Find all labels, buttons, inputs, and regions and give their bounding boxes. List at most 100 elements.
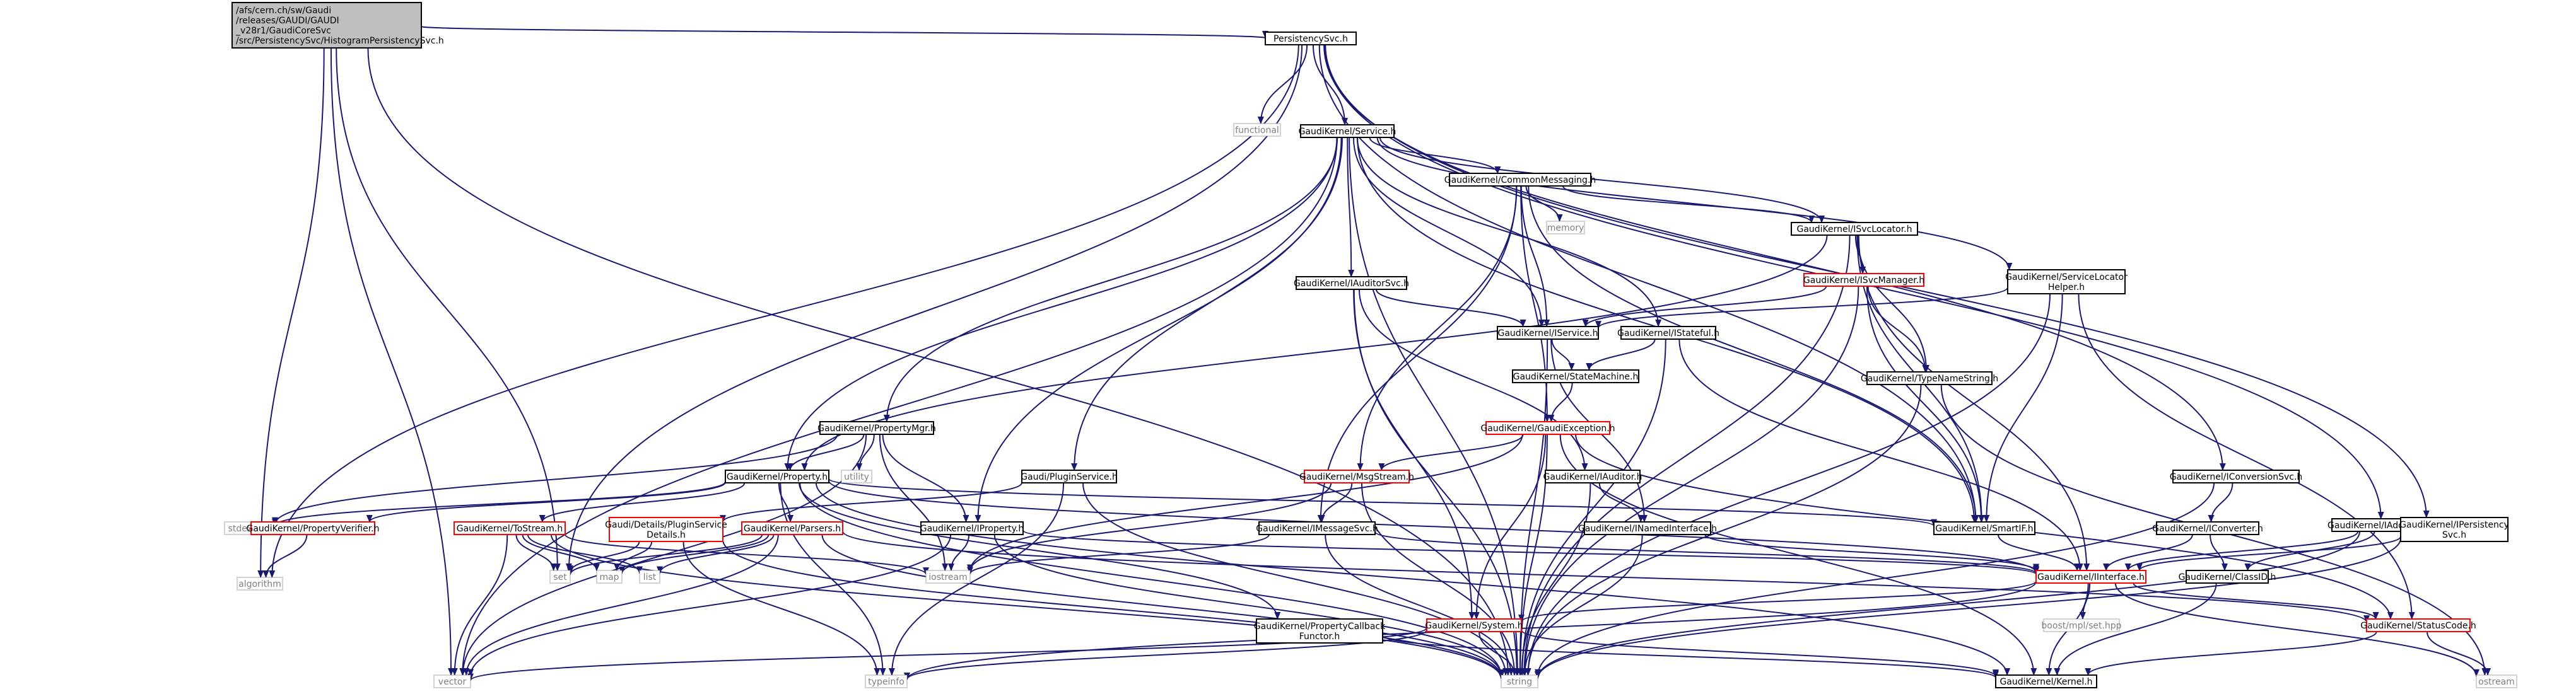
node-box (609, 517, 723, 542)
node-isvclocator[interactable]: GaudiKernel/ISvcLocator.h (1791, 222, 1918, 236)
node-classid[interactable]: GaudiKernel/ClassID.h (2179, 570, 2276, 584)
edge-pluginsvcdetails-to-string (722, 540, 1504, 679)
edge-propertymgr-to-stdexcept (272, 434, 838, 525)
node-kernel[interactable]: GaudiKernel/Kernel.h (1995, 674, 2097, 688)
edge-service-to-commonmsg (1369, 137, 1501, 174)
edge-service-to-isvclocator (1379, 137, 1825, 223)
edge-svclochelper-to-statuscode (2078, 293, 2415, 620)
node-box (2186, 570, 2269, 584)
node-label: GaudiKernel/ISvcManager.h (1803, 275, 1924, 286)
edge-iservice-to-statemachine (1551, 338, 1575, 371)
node-istateful[interactable]: GaudiKernel/IStateful.h (1617, 326, 1719, 340)
edge-isvclocator-to-string (1521, 234, 1851, 676)
edge-ipersistencysvc-to-string (1535, 538, 2401, 680)
edge-msgstream-to-string (1361, 482, 1518, 676)
node-inamedinterface[interactable]: GaudiKernel/INamedInterface.h (1578, 521, 1717, 535)
node-gaudiexception[interactable]: GaudiKernel/GaudiException.h (1480, 421, 1615, 435)
node-iproperty[interactable]: GaudiKernel/IProperty.h (920, 521, 1024, 535)
node-statemachine[interactable]: GaudiKernel/StateMachine.h (1512, 369, 1639, 383)
node-box (920, 521, 1024, 535)
node-isvcmanager[interactable]: GaudiKernel/ISvcManager.h (1803, 273, 1924, 287)
node-box (237, 577, 283, 591)
edge-system-to-typeinfo (904, 629, 1427, 680)
node-label: Gaudi/Details/PluginService (605, 520, 727, 530)
edge-isvcmanager-to-smartif (1866, 286, 1985, 523)
edge-svclochelper-to-smartif (1983, 293, 2063, 523)
node-iinterface[interactable]: GaudiKernel/IInterface.h (2035, 570, 2146, 584)
node-property[interactable]: GaudiKernel/Property.h (725, 470, 829, 483)
node-typenamestring[interactable]: GaudiKernel/TypeNameString.h (1861, 371, 1998, 385)
edge-parsers-to-map (619, 534, 770, 574)
edge-iauditorsvc-to-iauditor (1358, 289, 1588, 471)
node-iconverter[interactable]: GaudiKernel/IConverter.h (2152, 521, 2263, 535)
edge-tostream-to-set (515, 534, 557, 571)
edge-iproperty-to-vector (467, 534, 952, 677)
edge-gaudiexception-to-msgstream (1378, 434, 1524, 471)
edge-property-to-tostream (539, 482, 746, 523)
node-label: boost/mpl/set.hpp (2041, 621, 2121, 631)
edge-parsers-to-vector (463, 534, 779, 676)
node-system[interactable]: GaudiKernel/System.h (1425, 618, 1523, 632)
node-iservice[interactable]: GaudiKernel/IService.h (1497, 326, 1599, 340)
edge-isvcmanager-to-string (1521, 286, 1859, 676)
node-commonmsg[interactable]: GaudiKernel/CommonMessaging.h (1444, 173, 1596, 187)
node-propertyverifier[interactable]: GaudiKernel/PropertyVerifier.h (247, 521, 380, 535)
node-box (1501, 674, 1538, 688)
node-box (1233, 123, 1281, 137)
node-box (454, 521, 566, 535)
node-label: GaudiKernel/PropertyVerifier.h (247, 524, 380, 534)
node-statuscode[interactable]: GaudiKernel/StatusCode.h (2360, 618, 2476, 632)
node-box (1545, 470, 1641, 483)
node-boostmplset: boost/mpl/set.hpp (2041, 618, 2122, 632)
node-box (2400, 517, 2509, 542)
node-iconversionsvc[interactable]: GaudiKernel/IConversionSvc.h (2170, 470, 2303, 483)
node-smartif[interactable]: GaudiKernel/SmartIF.h (1933, 521, 2035, 535)
node-box (1866, 371, 1993, 385)
node-label: GaudiKernel/IMessageSvc.h (1256, 524, 1378, 534)
node-root[interactable]: /afs/cern.ch/sw/Gaudi/releases/GAUDI/GAU… (231, 2, 444, 49)
node-iauditorsvc[interactable]: GaudiKernel/IAuditorSvc.h (1294, 276, 1409, 290)
node-label: GaudiKernel/Service.h (1299, 127, 1396, 137)
edge-parsers-to-string (821, 534, 1504, 678)
node-layer: /afs/cern.ch/sw/Gaudi/releases/GAUDI/GAU… (224, 2, 2517, 688)
node-iauditor[interactable]: GaudiKernel/IAuditor.h (1543, 470, 1642, 483)
node-msgstream[interactable]: GaudiKernel/MsgStream.h (1299, 470, 1414, 483)
node-label: GaudiKernel/MsgStream.h (1299, 472, 1414, 482)
node-propertymgr[interactable]: GaudiKernel/PropertyMgr.h (817, 421, 936, 435)
edge-gaudiexception-to-iostream (967, 434, 1523, 572)
node-box (2476, 674, 2517, 688)
edge-msgstream-to-imessagesvc (1318, 482, 1353, 523)
node-service[interactable]: GaudiKernel/Service.h (1299, 124, 1396, 138)
node-tostream[interactable]: GaudiKernel/ToStream.h (454, 521, 566, 535)
edge-isvclocator-to-iinterface (1858, 234, 2090, 571)
node-box (1497, 326, 1599, 340)
edge-ipersistencysvc-to-iinterface (2136, 536, 2401, 571)
edge-isvcmanager-to-typenamestring (1867, 286, 1929, 373)
node-typeinfo: typeinfo (865, 674, 908, 688)
node-parsers[interactable]: GaudiKernel/Parsers.h (741, 521, 843, 535)
node-persistency[interactable]: PersistencySvc.h (1265, 32, 1357, 45)
edge-iaddresscreator-to-string (1535, 531, 2361, 679)
edge-msgstream-to-iostream (967, 482, 1332, 572)
node-pluginservice[interactable]: Gaudi/PluginService.h (1021, 470, 1118, 483)
node-set: set (549, 570, 571, 584)
edge-tostream-to-iostream (565, 534, 929, 575)
edge-service-to-vector (459, 137, 1338, 676)
node-label: GaudiKernel/ToStream.h (457, 524, 563, 534)
node-label: GaudiKernel/StateMachine.h (1513, 372, 1639, 382)
edge-propertymgr-to-iproperty (882, 434, 969, 523)
edge-iinterface-to-system (1518, 580, 2037, 623)
edge-imessagesvc-to-iostream (967, 534, 1270, 575)
node-box (596, 570, 623, 584)
node-label: GaudiKernel/IAuditor.h (1543, 472, 1642, 482)
edge-service-to-iproperty (975, 137, 1342, 523)
edge-property-to-stdexcept (272, 481, 726, 527)
node-box (1995, 674, 2097, 688)
edge-tostream-to-vector (451, 534, 508, 676)
node-imessagesvc[interactable]: GaudiKernel/IMessageSvc.h (1256, 521, 1378, 535)
edge-classid-to-kernel (2054, 582, 2217, 676)
